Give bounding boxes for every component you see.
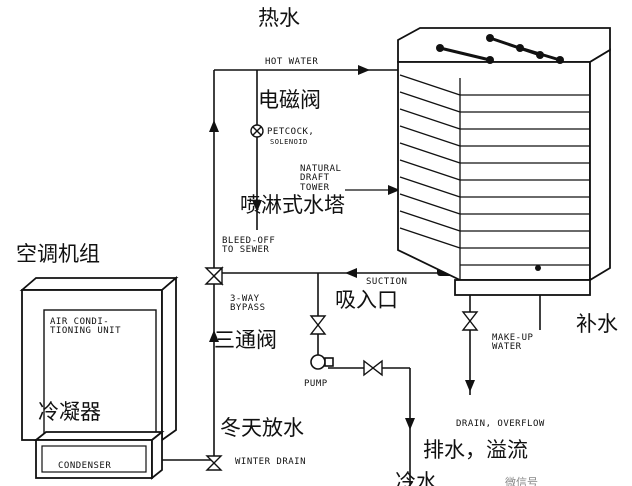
label-ac-unit-en: AIR CONDI- TIONING UNIT [50, 317, 122, 337]
label-winter-drain-en: WINTER DRAIN [235, 457, 307, 467]
label-three-way-bypass-en: 3-WAY BYPASS [230, 294, 266, 314]
label-natural-draft-tower-en: NATURAL DRAFT TOWER [300, 164, 342, 193]
air-conditioning-unit [19, 276, 179, 442]
makeup-inlet [535, 265, 541, 271]
winter-drain-valve [205, 455, 223, 471]
label-solenoid-valve-cn: 电磁阀 [258, 88, 321, 112]
flow-arrow [388, 185, 400, 195]
flow-arrow [358, 65, 370, 75]
flow-arrow [209, 330, 219, 342]
petcock-valve [250, 124, 264, 138]
label-spray-tower-cn: 喷淋式水塔 [240, 193, 345, 217]
flow-arrow [465, 380, 475, 392]
discharge-valve [363, 359, 383, 377]
label-suction-en: SUCTION [366, 277, 408, 287]
label-makeup-water-cn: 补水 [576, 312, 618, 336]
flow-arrow [252, 200, 262, 212]
suction-valve [309, 315, 327, 335]
label-hot-water-cn: 热水 [258, 6, 300, 30]
flow-arrow [345, 268, 357, 278]
label-condenser-en: CONDENSER [58, 461, 112, 471]
label-three-way-valve-cn: 三通阀 [214, 328, 277, 352]
label-drain-overflow-cn: 排水，溢流 [423, 438, 528, 462]
tower-louvres [399, 74, 590, 280]
flow-arrow [405, 418, 415, 430]
label-drain-overflow-en: DRAIN, OVERFLOW [456, 419, 545, 429]
pump [310, 354, 334, 370]
label-solenoid-en: SOLENOID [270, 138, 308, 146]
label-condenser-cn: 冷凝器 [38, 400, 101, 424]
label-suction-inlet-cn: 吸入口 [335, 288, 398, 312]
watermark: 微信号 [505, 476, 538, 486]
condenser [33, 430, 165, 480]
nozzle-heads [436, 34, 564, 64]
cooling-tower [397, 27, 611, 296]
label-ac-unit-cn: 空调机组 [16, 242, 100, 266]
label-hot-water-en: HOT WATER [265, 57, 319, 67]
label-winter-drain-cn: 冬天放水 [220, 416, 304, 440]
label-pump-en: PUMP [304, 379, 328, 389]
label-petcock-en: PETCOCK, [267, 127, 315, 137]
flow-arrow [209, 120, 219, 132]
label-cold-water-cn: 冷水 [395, 470, 437, 486]
drain-valve [461, 311, 479, 331]
three-way-valve [204, 266, 224, 286]
label-makeup-water-en: MAKE-UP WATER [492, 333, 534, 353]
label-bleed-off-en: BLEED-OFF TO SEWER [222, 236, 276, 256]
